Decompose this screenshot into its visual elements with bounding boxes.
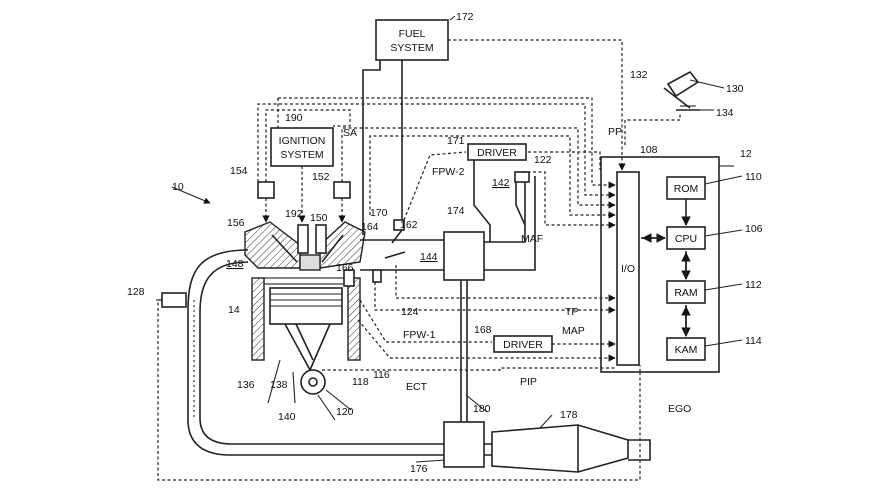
ref-152: 152 [312,171,330,183]
catalytic-converter [491,424,651,473]
ignition-system-label-1: IGNITION [279,135,326,147]
ref-138: 138 [270,379,288,391]
ref-120: 120 [336,406,354,418]
ref-134: 134 [716,107,734,119]
sensor-128-box [161,292,187,308]
driver-top-label: DRIVER [477,147,517,159]
ref-124: 124 [401,306,419,318]
ref-190: 190 [285,112,303,124]
signal-fpw2: FPW-2 [432,166,465,178]
ref-180: 180 [473,403,491,415]
cpu-label: CPU [675,233,697,245]
signal-pp: PP [608,126,622,138]
ref-10: 10 [172,181,184,193]
sensor-154-box [257,181,275,199]
ref-170: 170 [370,207,388,219]
signal-fpw1: FPW-1 [403,329,436,341]
ref-172: 172 [456,11,474,23]
ref-178: 178 [560,409,578,421]
driver-bottom-label: DRIVER [503,339,543,351]
ref-176: 176 [410,463,428,475]
kam-box [666,337,706,361]
ref-132: 132 [630,69,648,81]
ref-108: 108 [640,144,658,156]
ref-154: 154 [230,165,248,177]
io-box [616,171,640,366]
compressor-box [443,231,485,281]
fuel-lines [362,60,403,235]
ref-150: 150 [310,212,328,224]
cpu-box [666,226,706,250]
io-label: I/O [621,263,635,275]
ref-116: 116 [373,369,390,381]
accelerator-pedal [663,70,700,111]
throttle [384,219,406,259]
ref-142: 142 [492,177,510,189]
ram-label: RAM [674,287,697,299]
ref-12: 12 [740,148,752,160]
signal-labels: SA FPW-2 MAF PP TP MAP FPW-1 ECT PIP EGO [343,126,691,415]
ref-122: 122 [534,154,552,166]
exhaust-turbine-box [443,421,485,468]
ref-112: 112 [745,279,762,291]
kam-label: KAM [675,344,698,356]
valves [271,224,382,287]
ref-14: 14 [228,304,240,316]
signal-ego: EGO [668,403,691,415]
fuel-system-box [375,19,449,61]
sensor-152-box [333,181,351,199]
signal-ect: ECT [406,381,428,393]
ignition-system-box [270,127,334,167]
ref-168: 168 [474,324,492,336]
ref-140: 140 [278,411,296,423]
ref-166: 166 [336,262,354,274]
ref-174: 174 [447,205,465,217]
piston [269,287,343,395]
ref-156: 156 [227,217,245,229]
ref-148: 148 [226,258,244,270]
signal-map: MAP [562,325,585,337]
signal-tp: TP [565,306,578,318]
ref-106: 106 [745,223,763,235]
ram-box [666,280,706,304]
ref-144: 144 [420,251,438,263]
fuel-system-label-1: FUEL [399,28,426,40]
ref-192: 192 [285,208,303,220]
reference-numbers: 172 190 154 152 10 156 192 150 170 162 1… [127,11,763,475]
cylinder-head [244,221,366,271]
ref-130: 130 [726,83,744,95]
rom-label: ROM [674,183,699,195]
box-labels: FUEL SYSTEM IGNITION SYSTEM DRIVER DRIVE… [279,28,699,356]
driver-top-box [467,143,527,161]
ref-171: 171 [447,135,465,147]
ignition-system-label-2: SYSTEM [280,149,323,161]
ref-128: 128 [127,286,145,298]
leader-lines [156,15,743,463]
ref-136: 136 [237,379,255,391]
ref-118: 118 [352,376,369,388]
signal-wiring [157,39,681,481]
signal-maf: MAF [521,233,543,245]
ref-162: 162 [400,219,418,231]
ref-114: 114 [745,335,762,347]
fuel-system-label-2: SYSTEM [390,42,433,54]
ref-164: 164 [361,221,379,233]
signal-sa: SA [343,127,357,139]
sensor-122-box [514,171,530,183]
signal-pip: PIP [520,376,537,388]
bus-arrows [641,199,691,337]
ref-110: 110 [745,171,762,183]
